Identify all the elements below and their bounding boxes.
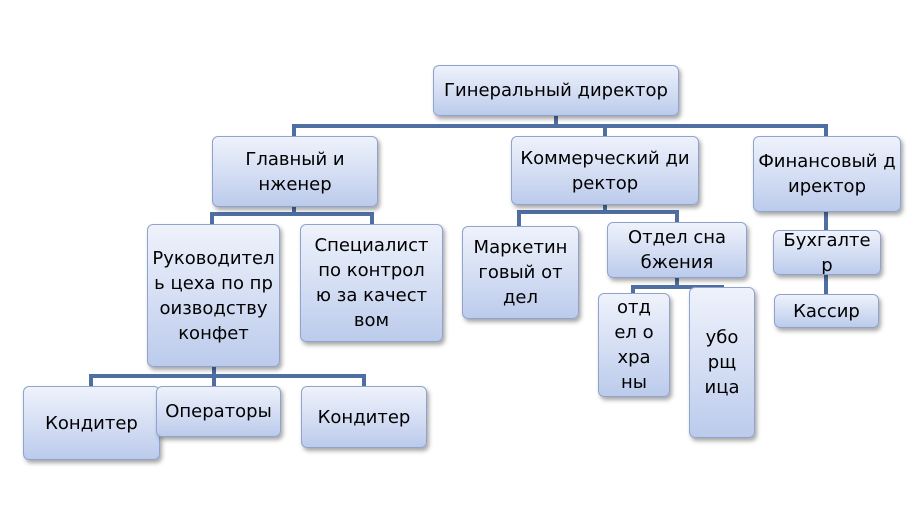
node-cashier: Кассир [774, 294, 879, 328]
node-security: отдел охраны [598, 293, 670, 397]
connector-supply [631, 276, 724, 295]
node-operators: Операторы [156, 386, 281, 437]
node-general-director: Гинеральный директор [433, 65, 679, 116]
node-cleaner: уборщица [689, 287, 755, 438]
connector-chief-engineer [210, 205, 374, 226]
node-qc-specialist: Специалист по контролю за качеством [300, 224, 443, 342]
connector-gen-director [292, 114, 828, 138]
node-confectioner-2: Кондитер [301, 386, 427, 448]
node-accountant: Бухгалтер [773, 230, 881, 275]
connector-commercial-director [517, 203, 679, 228]
node-marketing: Маркетинговый отдел [462, 226, 579, 319]
node-chief-engineer: Главный инженер [212, 136, 378, 207]
connector-shop-head [89, 365, 366, 388]
node-commercial-director: Коммерческий директор [511, 136, 699, 205]
node-financial-director: Финансовый директор [753, 136, 901, 212]
node-confectioner-1: Кондитер [23, 386, 160, 460]
node-supply: Отдел снабжения [607, 222, 747, 278]
node-shop-head: Руководитель цеха по производству конфет [147, 224, 280, 367]
